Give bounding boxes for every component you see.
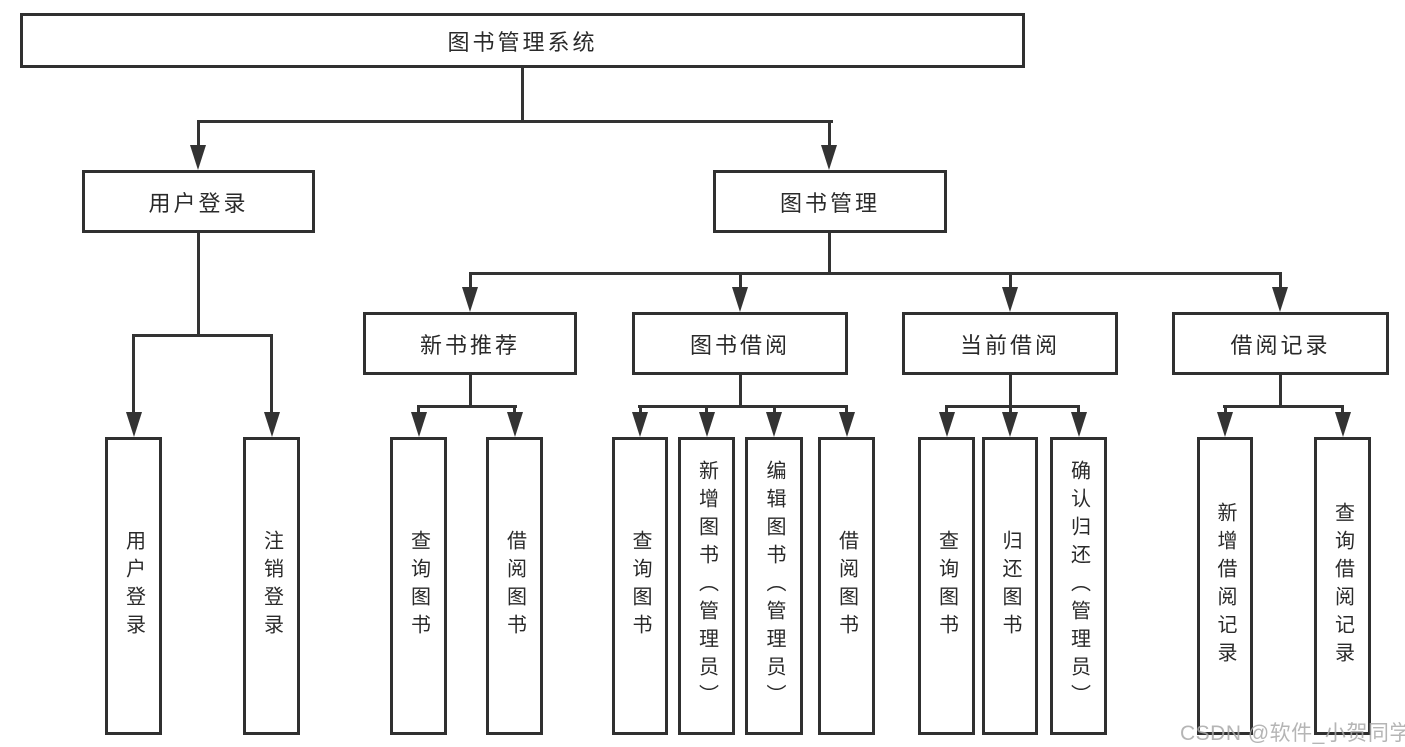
leaf-label: 新增图书（管理员） xyxy=(695,460,718,712)
arrow-down-icon xyxy=(632,412,648,437)
connector-line xyxy=(417,405,517,408)
leaf-logout: 注销登录 xyxy=(243,437,300,735)
leaf-label: 新增借阅记录 xyxy=(1214,502,1236,670)
connector-line xyxy=(197,233,200,337)
arrow-down-icon xyxy=(1002,287,1018,312)
connector-line xyxy=(132,334,135,414)
connector-line xyxy=(197,120,833,123)
leaf-label: 查询图书 xyxy=(935,530,958,642)
arrow-down-icon xyxy=(766,412,782,437)
arrow-down-icon xyxy=(126,412,142,437)
leaf-query-books-borrow: 查询图书 xyxy=(612,437,668,735)
node-current-borrow: 当前借阅 xyxy=(902,312,1118,375)
leaf-add-borrow-record: 新增借阅记录 xyxy=(1197,437,1253,735)
leaf-label: 注销登录 xyxy=(260,530,283,642)
arrow-down-icon xyxy=(1217,412,1233,437)
leaf-label: 借阅图书 xyxy=(835,530,858,642)
connector-line xyxy=(705,405,708,414)
connector-line xyxy=(828,120,831,147)
arrow-down-icon xyxy=(939,412,955,437)
connector-line xyxy=(513,405,516,414)
leaf-add-books-admin: 新增图书（管理员） xyxy=(678,437,735,735)
connector-line xyxy=(469,272,1282,275)
node-book-borrow: 图书借阅 xyxy=(632,312,848,375)
connector-line xyxy=(638,405,848,408)
node-borrow-records: 借阅记录 xyxy=(1172,312,1389,375)
connector-line xyxy=(1279,375,1282,408)
connector-line xyxy=(1341,405,1344,414)
connector-line xyxy=(773,405,776,414)
arrow-down-icon xyxy=(1071,412,1087,437)
arrow-down-icon xyxy=(1272,287,1288,312)
node-root-system: 图书管理系统 xyxy=(20,13,1025,68)
connector-line xyxy=(639,405,642,414)
leaf-label: 确认归还（管理员） xyxy=(1067,460,1090,712)
connector-line xyxy=(739,375,742,408)
connector-line xyxy=(469,375,472,408)
connector-line xyxy=(521,68,524,122)
connector-line xyxy=(945,405,1080,408)
connector-line xyxy=(469,272,472,289)
connector-line xyxy=(1279,272,1282,289)
leaf-label: 查询借阅记录 xyxy=(1331,502,1354,670)
arrow-down-icon xyxy=(190,145,206,170)
connector-line xyxy=(828,233,831,275)
leaf-label: 编辑图书（管理员） xyxy=(763,460,785,712)
connector-line xyxy=(1223,405,1344,408)
arrow-down-icon xyxy=(507,412,523,437)
connector-line xyxy=(739,272,742,289)
arrow-down-icon xyxy=(1335,412,1351,437)
connector-line xyxy=(1009,272,1012,289)
arrow-down-icon xyxy=(1002,412,1018,437)
leaf-borrow-books: 借阅图书 xyxy=(818,437,875,735)
csdn-watermark: CSDN @软件_小贺同学 xyxy=(1180,722,1405,745)
arrow-down-icon xyxy=(264,412,280,437)
node-user-login: 用户登录 xyxy=(82,170,315,233)
leaf-query-books-recommend: 查询图书 xyxy=(390,437,447,735)
leaf-confirm-return-admin: 确认归还（管理员） xyxy=(1050,437,1107,735)
arrow-down-icon xyxy=(699,412,715,437)
arrow-down-icon xyxy=(462,287,478,312)
leaf-label: 归还图书 xyxy=(999,530,1021,642)
connector-line xyxy=(1009,405,1012,414)
leaf-label: 借阅图书 xyxy=(503,530,526,642)
connector-line xyxy=(1009,375,1012,408)
leaf-user-login: 用户登录 xyxy=(105,437,162,735)
leaf-query-books-current: 查询图书 xyxy=(918,437,975,735)
leaf-label: 用户登录 xyxy=(122,530,145,642)
connector-line xyxy=(270,334,273,414)
connector-line xyxy=(132,334,273,337)
arrow-down-icon xyxy=(821,145,837,170)
connector-line xyxy=(197,120,200,147)
arrow-down-icon xyxy=(839,412,855,437)
leaf-query-borrow-record: 查询借阅记录 xyxy=(1314,437,1371,735)
arrow-down-icon xyxy=(732,287,748,312)
leaf-label: 查询图书 xyxy=(407,530,430,642)
leaf-label: 查询图书 xyxy=(629,530,651,642)
arrow-down-icon xyxy=(411,412,427,437)
connector-line xyxy=(845,405,848,414)
connector-line xyxy=(1077,405,1080,414)
connector-line xyxy=(1224,405,1227,414)
node-new-book-recommend: 新书推荐 xyxy=(363,312,577,375)
connector-line xyxy=(945,405,948,414)
leaf-borrow-books-recommend: 借阅图书 xyxy=(486,437,543,735)
leaf-return-books: 归还图书 xyxy=(982,437,1038,735)
connector-line xyxy=(417,405,420,414)
leaf-edit-books-admin: 编辑图书（管理员） xyxy=(745,437,803,735)
node-book-management: 图书管理 xyxy=(713,170,947,233)
